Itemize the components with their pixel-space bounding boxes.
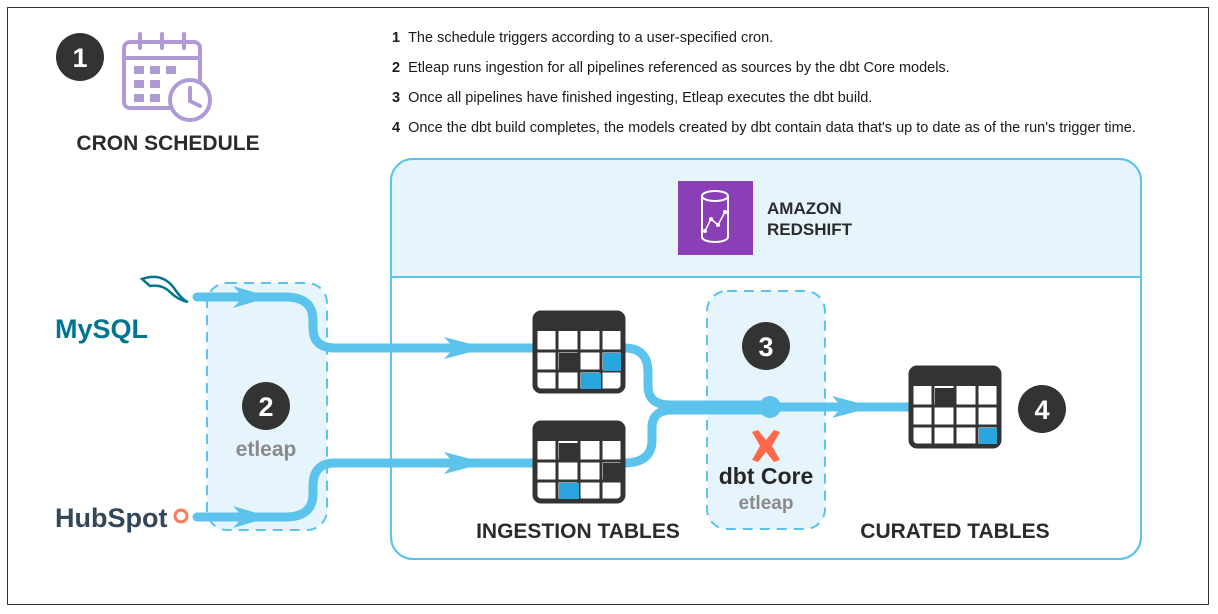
svg-text:3: 3: [758, 332, 773, 362]
dbt-icon: [752, 430, 780, 462]
svg-text:4: 4: [1034, 395, 1049, 425]
dbt-etleap-label: etleap: [739, 493, 794, 514]
svg-text:2: 2: [258, 392, 273, 422]
curated-tables-label: CURATED TABLES: [860, 520, 1049, 543]
dbt-core-logo: dbt Core etleap: [719, 430, 814, 514]
dbt-core-label: dbt Core: [719, 463, 814, 489]
calendar-clock-icon: [122, 32, 212, 122]
step-1-badge: 1: [56, 33, 104, 81]
ingestion-tables-label: INGESTION TABLES: [476, 520, 680, 543]
redshift-label-line2: REDSHIFT: [767, 220, 853, 239]
ingestion-table-2-icon: [532, 420, 626, 504]
mysql-logo: MySQL: [55, 275, 189, 344]
data-flow-lines: [192, 292, 915, 522]
step-3-badge: 3: [742, 322, 790, 370]
svg-text:1: 1: [72, 43, 87, 73]
curated-table-icon: [908, 365, 1002, 449]
hubspot-label: HubSpot: [55, 503, 167, 533]
ingestion-table-1-icon: [532, 310, 626, 394]
flow-arrowheads: [233, 286, 874, 528]
hubspot-logo: HubSpot: [55, 503, 189, 533]
step-4-badge: 4: [1018, 385, 1066, 433]
step-2-badge: 2: [242, 382, 290, 430]
etleap-logo: etleap: [236, 438, 297, 461]
diagram-frame: [7, 7, 1209, 605]
merge-node: [759, 396, 781, 418]
cron-schedule-label: CRON SCHEDULE: [76, 132, 259, 155]
redshift-label-line1: AMAZON: [767, 199, 842, 218]
redshift-database-icon: [678, 181, 753, 255]
mysql-label: MySQL: [55, 314, 148, 344]
